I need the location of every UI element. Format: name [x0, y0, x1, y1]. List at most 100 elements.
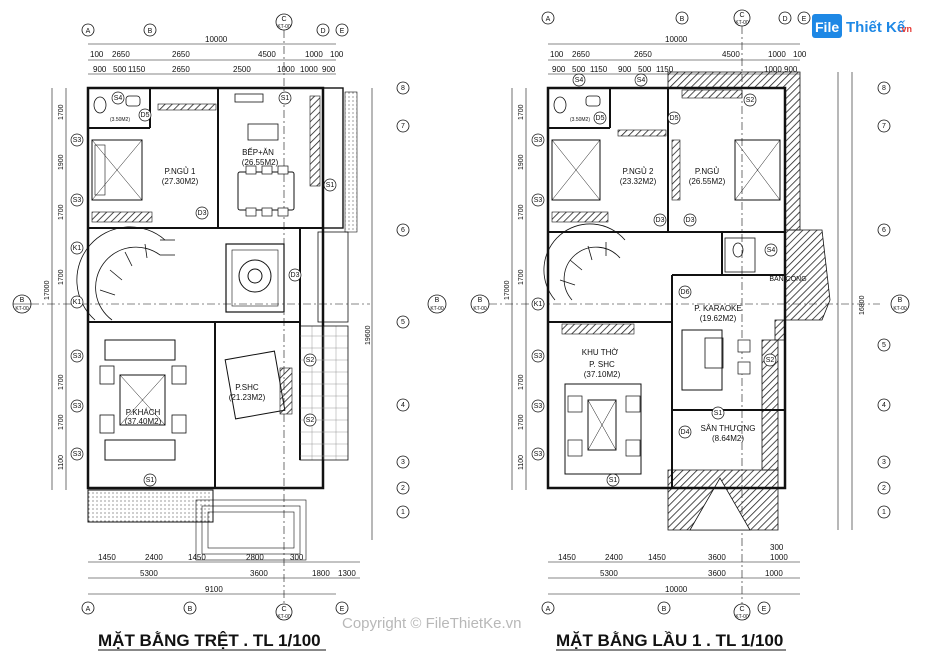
left-total: 17000 — [504, 280, 511, 300]
axis-label: B — [148, 28, 153, 35]
dim-text: 9100 — [205, 585, 223, 594]
axis-label: 6 — [882, 227, 886, 234]
wardrobe — [617, 129, 667, 137]
dim-text: 1450 — [98, 553, 116, 562]
tag-label: K1 — [73, 299, 82, 306]
wardrobe — [551, 211, 609, 223]
dim-text: 2650 — [634, 50, 652, 59]
room-area: (23.32M2) — [620, 177, 657, 186]
room-name: BAN CÔNG — [769, 274, 806, 283]
dim-text: 1700 — [518, 104, 525, 120]
plan-title: MẶT BẰNG LẦU 1 . TL 1/100 — [556, 631, 783, 650]
axis-label: 1 — [401, 509, 405, 516]
dim-text: 2650 — [172, 65, 190, 74]
spiral-staircase — [543, 223, 626, 301]
dim-text: 5300 — [600, 569, 618, 578]
tag-label: S3 — [534, 403, 543, 410]
axis-label: 3 — [401, 459, 405, 466]
garden-paving — [299, 325, 349, 461]
roof-eave-right — [774, 229, 831, 341]
axis-label: D — [782, 16, 787, 23]
room-area: (21.23M2) — [229, 393, 266, 402]
left-dimensions — [51, 88, 67, 490]
axis-label: 7 — [401, 123, 405, 130]
axis-label: 2 — [882, 485, 886, 492]
atrium-inner — [231, 249, 279, 307]
dim-text: 1150 — [656, 65, 674, 74]
dim-text: 900 — [552, 65, 566, 74]
room-name: P.NGỦ — [695, 167, 720, 176]
axis-ref: KT-00 — [735, 614, 749, 620]
tag-label: D5 — [670, 115, 679, 122]
kitchen-counter — [234, 93, 264, 103]
plan-first-floor: 10000 100 2650 2650 4500 1000 100 900 50… — [470, 9, 912, 651]
dining-table — [237, 171, 295, 211]
tag-label: S2 — [766, 357, 775, 364]
dim-text: 2400 — [145, 553, 163, 562]
axis-label: B — [898, 297, 903, 304]
shelf — [157, 103, 217, 111]
axis-label: A — [86, 606, 91, 613]
dim-text: 1000 — [768, 50, 786, 59]
wall — [322, 87, 344, 229]
bottom-dimensions — [88, 561, 360, 595]
wc-room — [724, 237, 756, 273]
tag-label: S1 — [609, 477, 618, 484]
tag-label: S4 — [114, 95, 123, 102]
pillow — [94, 144, 106, 196]
axis-label: A — [86, 28, 91, 35]
room-name: P.NGỦ 1 — [165, 167, 197, 176]
top-total-dim: 10000 — [205, 35, 228, 44]
sofa — [104, 439, 176, 461]
dim-text: 300 — [290, 553, 304, 562]
axis-ref: KT-00 — [430, 306, 444, 312]
room-name: P.SHC — [235, 383, 259, 392]
entrance-steps — [195, 499, 307, 561]
dim-text: 4500 — [258, 50, 276, 59]
axis-ref: KT-00 — [893, 306, 907, 312]
room-name: P. KARAOKE — [694, 304, 741, 313]
tag-label: S3 — [73, 137, 82, 144]
dim-text: 3600 — [250, 569, 268, 578]
room-name: P. SHC — [589, 360, 615, 369]
table-line — [119, 374, 166, 426]
logo-file: File — [815, 19, 839, 35]
dim-text: 1100 — [518, 455, 525, 470]
dim-text: 3600 — [708, 569, 726, 578]
tag-label: S1 — [146, 477, 155, 484]
tag-label: K1 — [73, 245, 82, 252]
kitchen-island — [247, 123, 279, 141]
logo-suffix: .vn — [899, 24, 912, 34]
dim-text: 1450 — [188, 553, 206, 562]
axis-label: E — [340, 28, 345, 35]
dim-text: 1000 — [300, 65, 318, 74]
dim-text: 1700 — [518, 414, 525, 430]
axis-bubbles-right — [877, 81, 891, 519]
dim-text: 1000 — [765, 569, 783, 578]
dim-text: 5300 — [140, 569, 158, 578]
bed — [734, 139, 781, 201]
axis-label: D — [320, 28, 325, 35]
axis-label: B — [680, 16, 685, 23]
tag-label: S4 — [767, 247, 776, 254]
tag-label: D3 — [656, 217, 665, 224]
dim-text: 1700 — [58, 374, 65, 390]
tag-label: S2 — [746, 97, 755, 104]
axis-label: 2 — [401, 485, 405, 492]
axis-label: E — [762, 606, 767, 613]
dim-text: 900 — [618, 65, 632, 74]
outer-wall — [86, 86, 325, 490]
dim-text: 900 — [93, 65, 107, 74]
dim-text: 1900 — [58, 154, 65, 170]
dim-text: 500 — [638, 65, 652, 74]
bath-area: (3.50M2) — [110, 117, 130, 123]
dim-text: 100 — [90, 50, 104, 59]
axis-label: E — [802, 16, 807, 23]
dim-text: 2650 — [112, 50, 130, 59]
axis-label: 1 — [882, 509, 886, 516]
axis-bubbles-right — [396, 81, 410, 519]
sink-icon — [125, 95, 141, 107]
dim-text: 300 — [770, 543, 784, 552]
shc-furniture — [564, 383, 642, 475]
